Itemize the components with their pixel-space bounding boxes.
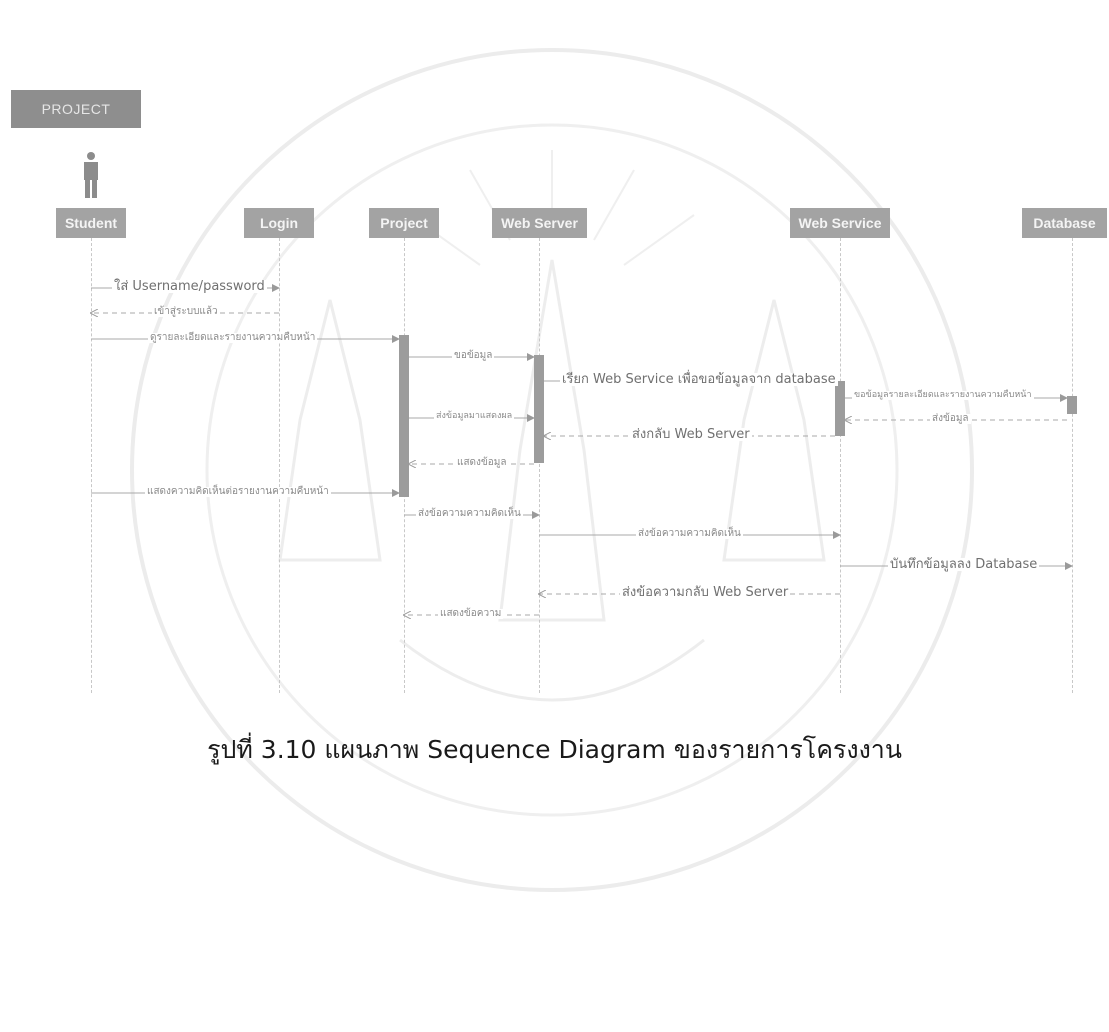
message-label-m3: ดูรายละเอียดและรายงานความคืบหน้า — [148, 333, 317, 343]
message-label-m7: ส่งข้อมูล — [930, 414, 971, 424]
message-label-m14: บันทึกข้อมูลลง Database — [888, 558, 1039, 571]
figure-caption: รูปที่ 3.10 แผนภาพ Sequence Diagram ของร… — [0, 730, 1109, 770]
message-label-m12: ส่งข้อความความคิดเห็น — [416, 509, 523, 519]
message-label-m2: เข้าสู่ระบบแล้ว — [152, 307, 220, 317]
message-label-m13: ส่งข้อความความคิดเห็น — [636, 529, 743, 539]
message-label-m9: ส่งกลับ Web Server — [630, 428, 752, 441]
message-label-m11: แสดงความคิดเห็นต่อรายงานความคืบหน้า — [145, 487, 331, 497]
message-label-m1: ใส่ Username/password — [112, 280, 267, 293]
message-label-m8: ส่งข้อมูลมาแสดงผล — [434, 412, 514, 421]
message-label-m16: แสดงข้อความ — [438, 609, 503, 619]
message-label-m6: ขอข้อมูลรายละเอียดและรายงานความคืบหน้า — [852, 391, 1034, 400]
message-label-m4: ขอข้อมูล — [452, 351, 494, 361]
message-label-m15: ส่งข้อความกลับ Web Server — [620, 586, 790, 599]
message-label-m5: เรียก Web Service เพื่อขอข้อมูลจาก datab… — [560, 373, 838, 386]
message-label-m10: แสดงข้อมูล — [455, 458, 509, 468]
